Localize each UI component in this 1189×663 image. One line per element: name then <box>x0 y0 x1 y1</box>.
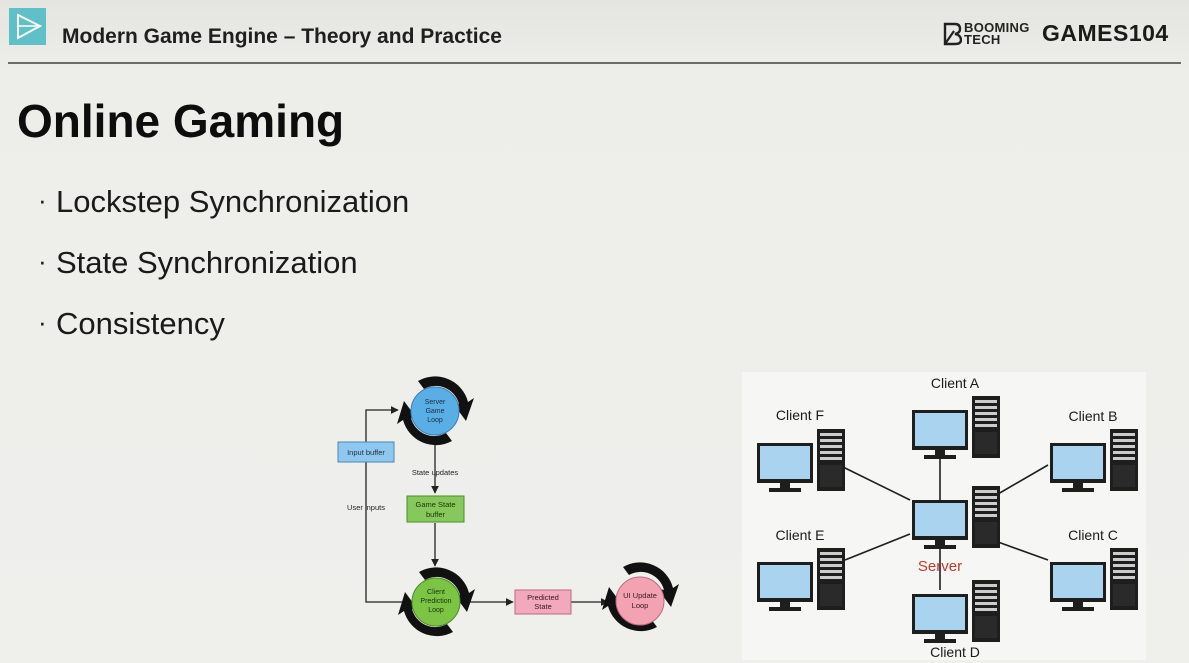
bullet-item: · Consistency <box>38 306 409 367</box>
diagram-connectors <box>365 406 609 606</box>
header-divider <box>8 62 1181 64</box>
server-label: Server <box>918 558 962 575</box>
bullet-text: Consistency <box>56 306 225 341</box>
bullet-text: State Synchronization <box>56 245 358 280</box>
booming-logo-line-1: BOOMING <box>964 20 1030 35</box>
predicted-state-box: Predicted State <box>514 589 572 615</box>
predicted-state-line-1: Predicted <box>527 593 559 602</box>
bullet-dot: · <box>38 185 47 215</box>
client-e-label: Client E <box>775 527 824 543</box>
loop-arrow-icon <box>419 567 475 612</box>
slide-header: Modern Game Engine – Theory and Practice… <box>0 0 1189 64</box>
bullet-item: · Lockstep Synchronization <box>38 184 409 245</box>
bullet-dot: · <box>38 307 47 337</box>
predicted-state-line-2: State <box>534 602 552 611</box>
bullet-list: · Lockstep Synchronization · State Synchro… <box>38 184 409 367</box>
ui-loop-line-1: UI Update <box>623 591 657 600</box>
game-state-buffer-box: Game State buffer <box>406 495 465 523</box>
client-c-label: Client C <box>1068 527 1118 543</box>
client-f-label: Client F <box>776 407 824 423</box>
game-state-buffer-line-1: Game State <box>415 500 455 509</box>
client-loop-line-2: Prediction <box>420 598 451 605</box>
state-updates-label: State updates <box>412 468 459 477</box>
booming-b-icon <box>943 22 962 46</box>
server-loop-line-1: Server <box>425 399 446 406</box>
client-a-label: Client A <box>931 375 980 391</box>
client-loop-line-1: Client <box>427 589 445 596</box>
server-loop-line-2: Game <box>425 408 444 415</box>
client-d-label: Client D <box>930 644 980 660</box>
course-title: Modern Game Engine – Theory and Practice <box>62 25 502 48</box>
ui-loop-line-2: Loop <box>632 601 649 610</box>
course-logo-icon <box>9 8 46 45</box>
client-b-label: Client B <box>1068 408 1117 424</box>
game-state-buffer-line-2: buffer <box>426 510 446 519</box>
server-game-loop: Server Game Loop <box>397 376 474 446</box>
booming-tech-logo: BOOMING TECH <box>942 20 1032 48</box>
ui-update-loop: UI Update Loop <box>602 562 679 632</box>
server-loop-line-3: Loop <box>427 417 443 424</box>
bullet-item: · State Synchronization <box>38 245 409 306</box>
client-prediction-loop: Client Prediction Loop <box>398 567 475 637</box>
user-inputs-label: User inputs <box>347 503 385 512</box>
input-buffer-box: Input buffer <box>337 441 395 463</box>
network-links <box>842 452 1049 590</box>
client-server-network-diagram: Server Client A Client B Client C Client… <box>742 372 1146 660</box>
bullet-text: Lockstep Synchronization <box>56 184 410 219</box>
loop-arrow-icon <box>418 376 474 421</box>
input-buffer-label: Input buffer <box>347 448 385 457</box>
game-loop-diagram: Server Game Loop Input buffer State upda… <box>337 376 679 637</box>
bullet-dot: · <box>38 246 47 276</box>
games104-logo: GAMES104 <box>1042 20 1169 46</box>
loop-arrow-icon <box>623 562 679 607</box>
client-loop-line-3: Loop <box>428 607 444 614</box>
booming-logo-line-2: TECH <box>964 32 1001 47</box>
slide-title: Online Gaming <box>17 95 345 147</box>
